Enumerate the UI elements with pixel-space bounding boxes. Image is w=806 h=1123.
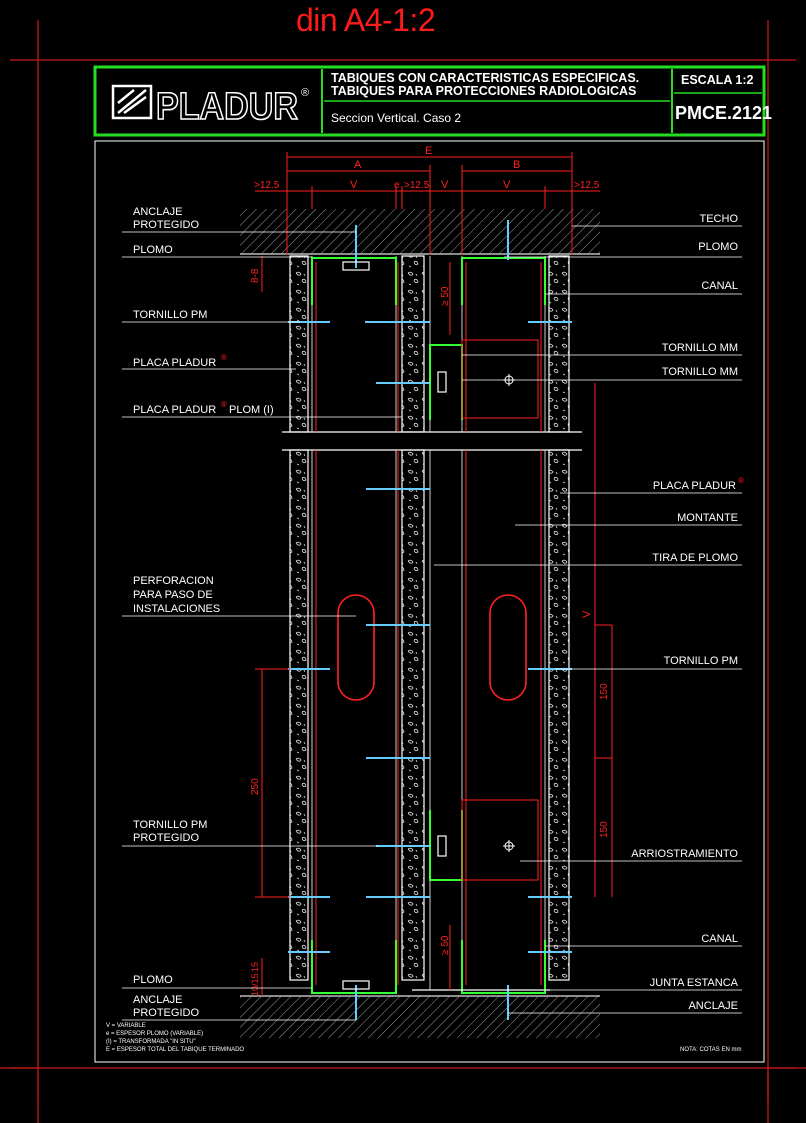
dim-15: 15: [250, 962, 260, 972]
label-tornillo-mm-1: TORNILLO MM: [662, 342, 738, 354]
leader-lines: [122, 225, 742, 1021]
label-placa-pladur-right-reg: ®: [738, 476, 744, 485]
dim-left-min: >12.5: [254, 180, 280, 191]
side-dimensions: [255, 256, 613, 996]
label-anclaje: ANCLAJE: [688, 1000, 738, 1012]
dim-V-2: V: [441, 179, 449, 191]
gypsum-boards: [289, 255, 570, 981]
label-tornillo-pm-right: TORNILLO PM: [664, 655, 738, 667]
dim-8-8: 8-8: [250, 268, 261, 283]
label-anclaje-protegido-top-2: PROTEGIDO: [133, 219, 199, 231]
label-placa-pladur-right: PLACA PLADUR: [653, 480, 736, 492]
label-canal-top: CANAL: [701, 280, 738, 292]
label-junta-estanca: JUNTA ESTANCA: [650, 977, 739, 989]
logo-text: PLADUR: [156, 86, 298, 128]
dim-V-side: V: [581, 610, 593, 618]
bracing: [461, 339, 539, 881]
label-plomo-top: PLOMO: [133, 244, 173, 256]
label-plomo-bottom: PLOMO: [133, 974, 173, 986]
dim-A: A: [354, 159, 362, 171]
legend-line-4: E = ESPESOR TOTAL DEL TABIQUE TERMINADO: [106, 1047, 244, 1053]
dim-150-b: 150: [599, 821, 610, 838]
scale-label: ESCALA 1:2: [681, 73, 754, 87]
label-canal-bottom: CANAL: [701, 933, 738, 945]
label-perforacion-2: PARA PASO DE: [133, 589, 213, 601]
legend-line-3: (I) = TRANSFORMADA "IN SITU": [106, 1039, 196, 1045]
label-placa-pladur-plom-reg: ®: [221, 400, 227, 409]
title-line-2: TABIQUES PARA PROTECCIONES RADIOLOGICAS: [331, 84, 636, 98]
perforation-left: [337, 594, 375, 701]
label-placa-pladur-plom: PLACA PLADUR: [133, 404, 216, 416]
dim-B: B: [513, 159, 520, 171]
label-techo: TECHO: [700, 213, 739, 225]
dim-min-50-top: ≥ 50: [440, 286, 451, 306]
sheet-frame: [0, 20, 806, 1123]
floor-slab: [240, 996, 600, 1038]
label-tira-de-plomo: TIRA DE PLOMO: [652, 552, 738, 564]
label-placa-pladur: PLACA PLADUR: [133, 357, 216, 369]
subtitle: Seccion Vertical. Caso 2: [331, 111, 461, 125]
dim-e: e: [394, 180, 400, 191]
drawing-code: PMCE.2121: [675, 103, 772, 123]
label-arriostramiento: ARRIOSTRAMIENTO: [631, 848, 738, 860]
label-tornillo-pm: TORNILLO PM: [133, 309, 207, 321]
dim-V-1: V: [350, 179, 358, 191]
perforation-right: [489, 594, 527, 701]
label-perforacion-3: INSTALACIONES: [133, 603, 220, 615]
dim-V-3: V: [503, 179, 511, 191]
screws: [288, 321, 572, 953]
dim-mid-min: >12.5: [404, 180, 430, 191]
ceiling-slab: [240, 209, 600, 254]
label-placa-pladur-plom-suffix: PLOM (I): [229, 404, 274, 416]
label-montante: MONTANTE: [677, 512, 738, 524]
dim-min-50-bottom: ≥ 50: [440, 935, 451, 955]
break-line: [282, 431, 582, 451]
dim-E: E: [425, 145, 432, 157]
dim-150-a: 150: [599, 683, 610, 700]
title-block: PLADUR ® TABIQUES CON CARACTERISTICAS ES…: [93, 65, 772, 137]
label-perforacion-1: PERFORACION: [133, 575, 214, 587]
dim-10-15: 10/15: [250, 973, 260, 996]
label-tornillo-pm-prot-1: TORNILLO PM: [133, 819, 207, 831]
drawing-frame: [94, 140, 765, 1063]
logo-registered-mark: ®: [301, 87, 309, 99]
legend-line-2: e = ESPESOR PLOMO (VARIABLE): [106, 1031, 203, 1037]
page-title: din A4-1:2: [296, 2, 436, 38]
legend-line-1: V = VARIABLE: [106, 1023, 146, 1029]
top-dimensions: [255, 152, 600, 255]
note-units: NOTA: COTAS EN mm: [680, 1047, 741, 1053]
label-placa-pladur-reg: ®: [221, 353, 227, 362]
label-anclaje-protegido-bot-2: PROTEGIDO: [133, 1007, 199, 1019]
title-line-1: TABIQUES CON CARACTERISTICAS ESPECIFICAS…: [331, 71, 639, 85]
label-anclaje-protegido-bot-1: ANCLAJE: [133, 994, 183, 1006]
label-anclaje-protegido-top-1: ANCLAJE: [133, 206, 183, 218]
dim-250: 250: [250, 778, 261, 795]
label-tornillo-pm-prot-2: PROTEGIDO: [133, 832, 199, 844]
label-plomo-right: PLOMO: [698, 241, 738, 253]
label-tornillo-mm-2: TORNILLO MM: [662, 366, 738, 378]
pladur-logo-icon: [111, 84, 153, 120]
dim-right-min: >12.5: [574, 180, 600, 191]
